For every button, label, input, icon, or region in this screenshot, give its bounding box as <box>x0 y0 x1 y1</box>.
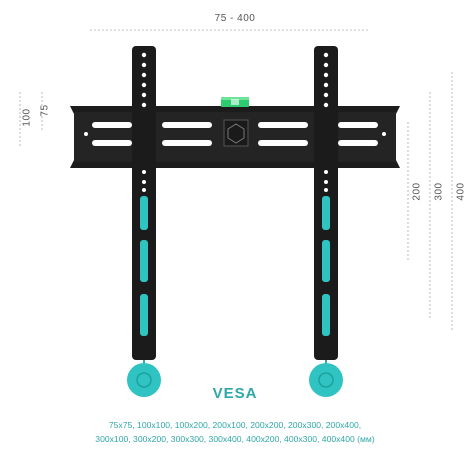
right-dimension-label-b: 300 <box>433 182 445 201</box>
right-dimension-label-c: 400 <box>455 182 467 201</box>
vesa-sizes-line-2: 300x100, 300x200, 300x300, 300x400, 400x… <box>95 434 375 444</box>
vesa-sizes-line-1: 75x75, 100x100, 100x200, 200x100, 200x20… <box>108 420 362 430</box>
right-dimension-label-a: 200 <box>411 182 423 201</box>
wall-plate <box>70 106 400 168</box>
width-dimension-label: 75 - 400 <box>214 13 256 24</box>
vesa-title: VESA <box>212 385 258 402</box>
left-outer-dimension-label: 100 <box>21 108 33 127</box>
left-mount-arm <box>127 46 161 397</box>
right-mount-arm <box>309 46 343 397</box>
left-adjust-knob <box>127 363 161 397</box>
bubble-level-icon <box>221 97 249 107</box>
right-adjust-knob <box>309 363 343 397</box>
left-inner-dimension-label: 75 <box>39 104 51 117</box>
